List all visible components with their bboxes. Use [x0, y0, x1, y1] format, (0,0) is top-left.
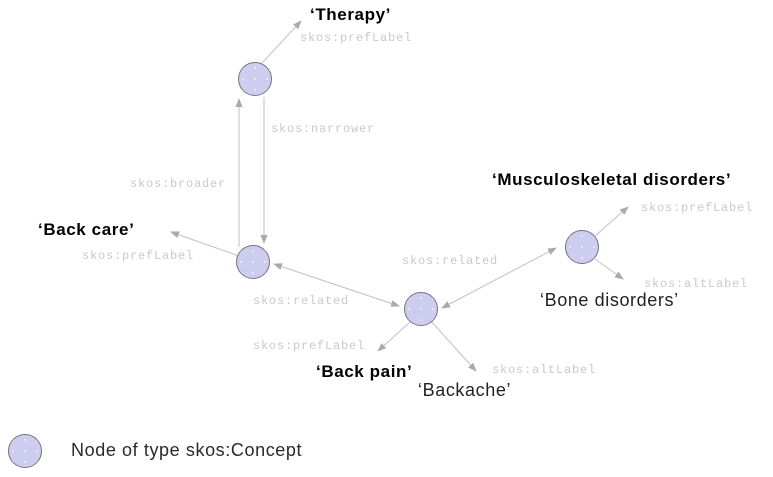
edge-label-altLabel-backache: skos:altLabel	[492, 363, 597, 377]
concept-node-musculoskeletal-disorders	[565, 230, 599, 264]
legend-caption: Node of type skos:Concept	[71, 440, 303, 460]
edge-label-prefLabel-back-care: skos:prefLabel	[82, 249, 195, 263]
concept-node-back-care	[236, 245, 270, 279]
edge-label-skos-narrower: skos:narrower	[271, 122, 376, 136]
edge-label-prefLabel-back-pain: skos:prefLabel	[253, 339, 366, 353]
edge-label-skos-related-right: skos:related	[402, 254, 499, 268]
legend-concept-node-sample	[8, 434, 42, 468]
literal-label-musculoskeletal-disorders: ‘Musculoskeletal disorders’	[492, 170, 732, 189]
literal-label-backache: ‘Backache’	[418, 380, 512, 400]
edge-label-altLabel-bone: skos:altLabel	[644, 277, 749, 291]
edge-label-skos-related-left: skos:related	[253, 294, 350, 308]
edge-skos-related-backcare-backpain	[273, 263, 400, 307]
edge-skos-related-backpain-msd	[441, 247, 557, 309]
edge-altLabel-backache	[430, 320, 477, 372]
edge-prefLabel-therapy	[261, 20, 302, 64]
literal-label-therapy: ‘Therapy’	[310, 5, 391, 24]
edge-prefLabel-back-care	[170, 231, 240, 257]
literal-label-back-pain: ‘Back pain’	[316, 362, 413, 381]
edge-label-prefLabel-msd: skos:prefLabel	[641, 201, 754, 215]
literal-label-back-care: ‘Back care’	[38, 220, 135, 239]
edge-altLabel-bone	[594, 258, 624, 280]
concept-node-back-pain	[404, 292, 438, 326]
edge-prefLabel-msd	[594, 206, 629, 237]
edge-prefLabel-back-pain	[377, 320, 412, 352]
edge-label-prefLabel-therapy: skos:prefLabel	[300, 31, 413, 45]
literal-label-bone-disorders: ‘Bone disorders’	[540, 290, 679, 310]
edge-label-skos-broader: skos:broader	[130, 177, 227, 191]
concept-node-therapy	[238, 62, 272, 96]
